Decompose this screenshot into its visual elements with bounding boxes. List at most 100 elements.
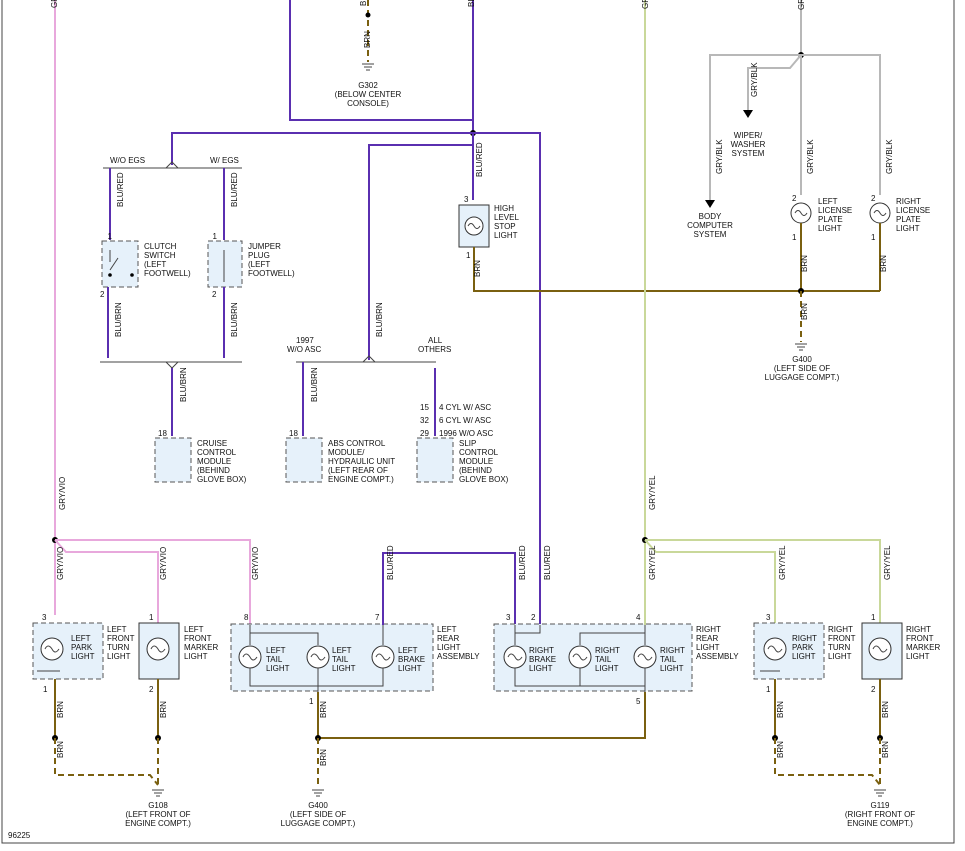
svg-text:RIGHT: RIGHT	[660, 646, 685, 655]
wire-label: GRY	[797, 0, 806, 10]
svg-text:RIGHT: RIGHT	[696, 625, 721, 634]
g302-section: BRN BRN G302 (BELOW CENTER CONSOLE)	[335, 0, 402, 108]
svg-text:LIGHT: LIGHT	[696, 643, 720, 652]
svg-text:HYDRAULIC UNIT: HYDRAULIC UNIT	[328, 457, 395, 466]
svg-text:LEFT: LEFT	[71, 634, 91, 643]
svg-text:LEFT: LEFT	[398, 646, 418, 655]
svg-text:32: 32	[420, 416, 429, 425]
svg-text:LEFT: LEFT	[437, 625, 457, 634]
svg-text:ENGINE COMPT.): ENGINE COMPT.)	[847, 819, 913, 828]
svg-text:2: 2	[100, 290, 105, 299]
wire-label: GRY/VIO	[56, 547, 65, 580]
svg-text:MODULE: MODULE	[197, 457, 231, 466]
cruise-control-label: CRUISE CONTROL MODULE (BEHIND GLOVE BOX)	[197, 439, 247, 484]
svg-text:ASSEMBLY: ASSEMBLY	[696, 652, 739, 661]
svg-text:REAR: REAR	[696, 634, 718, 643]
wire-label: BRN	[776, 741, 785, 758]
body-computer-label: BODY COMPUTER SYSTEM	[687, 212, 733, 239]
svg-text:PLATE: PLATE	[818, 215, 843, 224]
svg-text:RIGHT: RIGHT	[828, 625, 853, 634]
wire-label: GRY/YEL	[883, 545, 892, 580]
brake-wiring: BLU/RED BLU/RED BLU/RED	[382, 545, 552, 625]
svg-text:BRAKE: BRAKE	[529, 655, 556, 664]
svg-text:CRUISE: CRUISE	[197, 439, 227, 448]
svg-text:TAIL: TAIL	[660, 655, 677, 664]
license-plate-circuit: GRY GRY/BLK GRY/BLK GRY/BLK GRY/BLK WIPE…	[687, 0, 930, 382]
svg-text:LEFT: LEFT	[107, 625, 127, 634]
blu-red-circuit: BLU/RED BLU/RED	[171, 0, 541, 625]
gry-vio-circuit: GRY/VIO GRY/VIO GRY/VIO GRY/VIO GRY/VIO	[50, 0, 260, 625]
svg-text:PLATE: PLATE	[896, 215, 921, 224]
svg-text:PLUG: PLUG	[248, 251, 270, 260]
svg-text:SWITCH: SWITCH	[144, 251, 176, 260]
svg-text:BODY: BODY	[699, 212, 722, 221]
ground-id: G302	[358, 81, 378, 90]
svg-text:FRONT: FRONT	[184, 634, 212, 643]
svg-text:3: 3	[766, 613, 771, 622]
svg-text:TAIL: TAIL	[332, 655, 349, 664]
svg-text:LIGHT: LIGHT	[906, 652, 930, 661]
wire-label: GRY/YEL	[641, 0, 650, 9]
wire-label: BLU/RED	[386, 545, 395, 580]
wire-label: BLU/RED	[230, 172, 239, 207]
svg-text:LUGGAGE COMPT.): LUGGAGE COMPT.)	[765, 373, 840, 382]
svg-text:LIGHT: LIGHT	[660, 664, 684, 673]
svg-text:(LEFT: (LEFT	[144, 260, 166, 269]
svg-text:(LEFT FRONT OF: (LEFT FRONT OF	[125, 810, 190, 819]
svg-text:STOP: STOP	[494, 222, 516, 231]
svg-text:2: 2	[149, 685, 154, 694]
svg-text:LIGHT: LIGHT	[494, 231, 518, 240]
svg-text:4 CYL W/ ASC: 4 CYL W/ ASC	[439, 403, 491, 412]
branch-label: W/ EGS	[210, 156, 239, 165]
svg-text:W/O ASC: W/O ASC	[287, 345, 321, 354]
wire-label: GRY/YEL	[648, 475, 657, 510]
svg-text:5: 5	[636, 697, 641, 706]
svg-text:CONTROL: CONTROL	[197, 448, 237, 457]
svg-text:LIGHT: LIGHT	[71, 652, 95, 661]
svg-text:SLIP: SLIP	[459, 439, 476, 448]
svg-text:FRONT: FRONT	[906, 634, 934, 643]
svg-text:RIGHT: RIGHT	[896, 197, 921, 206]
wire-label: BLU/RED	[475, 142, 484, 177]
wire-label: BRN	[800, 303, 809, 320]
slip-pins: 15 4 CYL W/ ASC 32 6 CYL W/ ASC 29 1996 …	[420, 403, 493, 438]
wire-label: BLU/BRN	[114, 302, 123, 337]
svg-text:LIGHT: LIGHT	[184, 652, 208, 661]
svg-text:TURN: TURN	[828, 643, 850, 652]
svg-text:PARK: PARK	[792, 643, 814, 652]
svg-text:7: 7	[375, 613, 380, 622]
svg-text:ALL: ALL	[428, 336, 443, 345]
svg-text:(LEFT SIDE OF: (LEFT SIDE OF	[774, 364, 830, 373]
svg-text:29: 29	[420, 429, 429, 438]
svg-text:MODULE: MODULE	[459, 457, 493, 466]
svg-text:1: 1	[871, 233, 876, 242]
svg-text:BRAKE: BRAKE	[398, 655, 425, 664]
svg-text:OTHERS: OTHERS	[418, 345, 451, 354]
svg-text:G108: G108	[148, 801, 168, 810]
svg-text:FOOTWELL): FOOTWELL)	[248, 269, 295, 278]
wire-label: GRY/BLK	[715, 139, 724, 174]
wire-label: GRY/YEL	[648, 545, 657, 580]
svg-text:4: 4	[636, 613, 641, 622]
svg-text:LIGHT: LIGHT	[332, 664, 356, 673]
svg-text:3: 3	[42, 613, 47, 622]
g119-ground: BRN BRN BRN BRN G119 (RIGHT FRONT OF ENG…	[772, 679, 915, 828]
svg-text:(BEHIND: (BEHIND	[459, 466, 492, 475]
right-rear-light-assembly: 3 2 4 RIGHT BRAKE LIGHT RIGHT TAIL LIGHT…	[493, 613, 739, 706]
left-front-marker-light: 1 LEFT FRONT MARKER LIGHT 2	[138, 613, 218, 694]
svg-text:LICENSE: LICENSE	[818, 206, 852, 215]
svg-text:REAR: REAR	[437, 634, 459, 643]
wire-label: BRN	[881, 741, 890, 758]
svg-text:COMPUTER: COMPUTER	[687, 221, 733, 230]
svg-text:(LEFT SIDE OF: (LEFT SIDE OF	[290, 810, 346, 819]
svg-text:LIGHT: LIGHT	[828, 652, 852, 661]
wire-label: BRN	[776, 701, 785, 718]
wire-label: BRN	[56, 701, 65, 718]
wire-label: BRN	[159, 701, 168, 718]
wire-label: GRY/BLK	[885, 139, 894, 174]
svg-text:18: 18	[289, 429, 298, 438]
svg-text:RIGHT: RIGHT	[906, 625, 931, 634]
wire-label: GRY/BLK	[750, 62, 759, 97]
svg-text:LEFT: LEFT	[332, 646, 352, 655]
